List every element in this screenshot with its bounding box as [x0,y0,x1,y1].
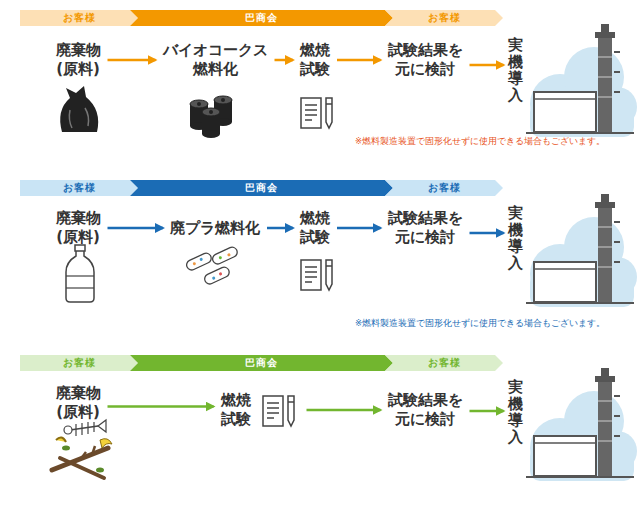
step-label: 燃焼 試験 [221,391,251,429]
flow-arrow [307,409,381,412]
lane-label: 巴商会 [245,182,278,195]
plant-illustration [526,24,637,137]
step-label: 燃焼 試験 [300,41,330,79]
chevron-fill [130,180,393,196]
step-label: 廃棄物 (原料) [56,41,101,79]
process-step: 廃棄物 (原料) [53,39,104,81]
flow-arrow [337,227,381,230]
lane-label: 巴商会 [245,12,278,25]
test-report-icon [263,396,294,426]
swimlane-band: お客様 [385,10,503,26]
flow-arrow [470,64,504,67]
step-label: 廃棄物 (原料) [56,209,101,247]
swimlane-band: お客様 [20,180,138,196]
step-label: 試験結果を 元に検討 [388,391,463,429]
process-step: 燃焼 試験 [297,39,333,81]
plastic-bottle-icon [66,245,94,302]
step-label: 燃焼 試験 [300,209,330,247]
swimlane-band: お客様 [385,355,503,371]
flow-arrow [337,59,381,62]
note-text: ※燃料製造装置で固形化せずに使用できる場合もございます。 [355,136,605,146]
flow-arrow [470,410,504,413]
chevron-fill [20,355,138,371]
organic-waste-icon [52,420,112,478]
flow-arrow [108,227,164,230]
flow-arrow [275,59,294,62]
trash-bag-icon [60,86,98,132]
process-step: 燃焼 試験 [218,389,303,431]
swimlane-band: お客様 [20,355,138,371]
lane-label: お客様 [428,182,461,195]
lane-label: お客様 [63,357,96,370]
flow-arrow [108,59,156,62]
step-label: バイオコークス 燃料化 [163,41,268,79]
plant-illustration [526,368,637,481]
process-step: バイオコークス 燃料化 [160,39,271,81]
swimlane-band: 巴商会 [130,180,393,196]
process-step-vertical: 実機導入 [508,377,523,447]
step-label: 試験結果を 元に検討 [388,41,463,79]
flow-arrow [267,227,293,230]
process-step-vertical: 実機導入 [508,35,523,105]
lane-label: 巴商会 [245,357,278,370]
step-label: 試験結果を 元に検討 [388,209,463,247]
process-step: 試験結果を 元に検討 [385,39,466,81]
plant-illustration [526,194,637,307]
process-step: 試験結果を 元に検討 [385,207,466,249]
swimlane-band: お客様 [20,10,138,26]
step-label: 廃プラ燃料化 [170,219,260,238]
swimlane-band: 巴商会 [130,10,393,26]
plastic-pellet-icon [185,246,239,286]
chevron-fill [385,180,503,196]
lane-label: お客様 [63,182,96,195]
test-report-icon [301,260,332,290]
process-step: 廃棄物 (原料) [53,382,104,424]
lane-label: お客様 [428,12,461,25]
swimlane-band: 巴商会 [130,355,393,371]
process-step-vertical: 実機導入 [508,203,523,273]
step-label: 実機導入 [508,205,523,271]
step-label: 実機導入 [508,379,523,445]
process-step: 廃プラ燃料化 [167,217,263,240]
step-label: 廃棄物 (原料) [56,384,101,422]
flow-arrow [470,232,504,235]
bio-coke-icon [190,96,232,138]
process-step: 試験結果を 元に検討 [385,389,466,431]
lane-label: お客様 [428,357,461,370]
chevron-fill [385,355,503,371]
swimlane-band: お客様 [385,180,503,196]
chevron-fill [20,180,138,196]
process-step: 燃焼 試験 [297,207,333,249]
lane-label: お客様 [63,12,96,25]
chevron-fill [20,10,138,26]
chevron-fill [385,10,503,26]
test-report-icon [301,98,332,128]
flow-arrow [108,405,214,408]
process-step: 廃棄物 (原料) [53,207,104,249]
chevron-fill [130,10,393,26]
note-text: ※燃料製造装置で固形化せずに使用できる場合もございます。 [355,318,605,328]
step-label: 実機導入 [508,37,523,103]
chevron-fill [130,355,393,371]
